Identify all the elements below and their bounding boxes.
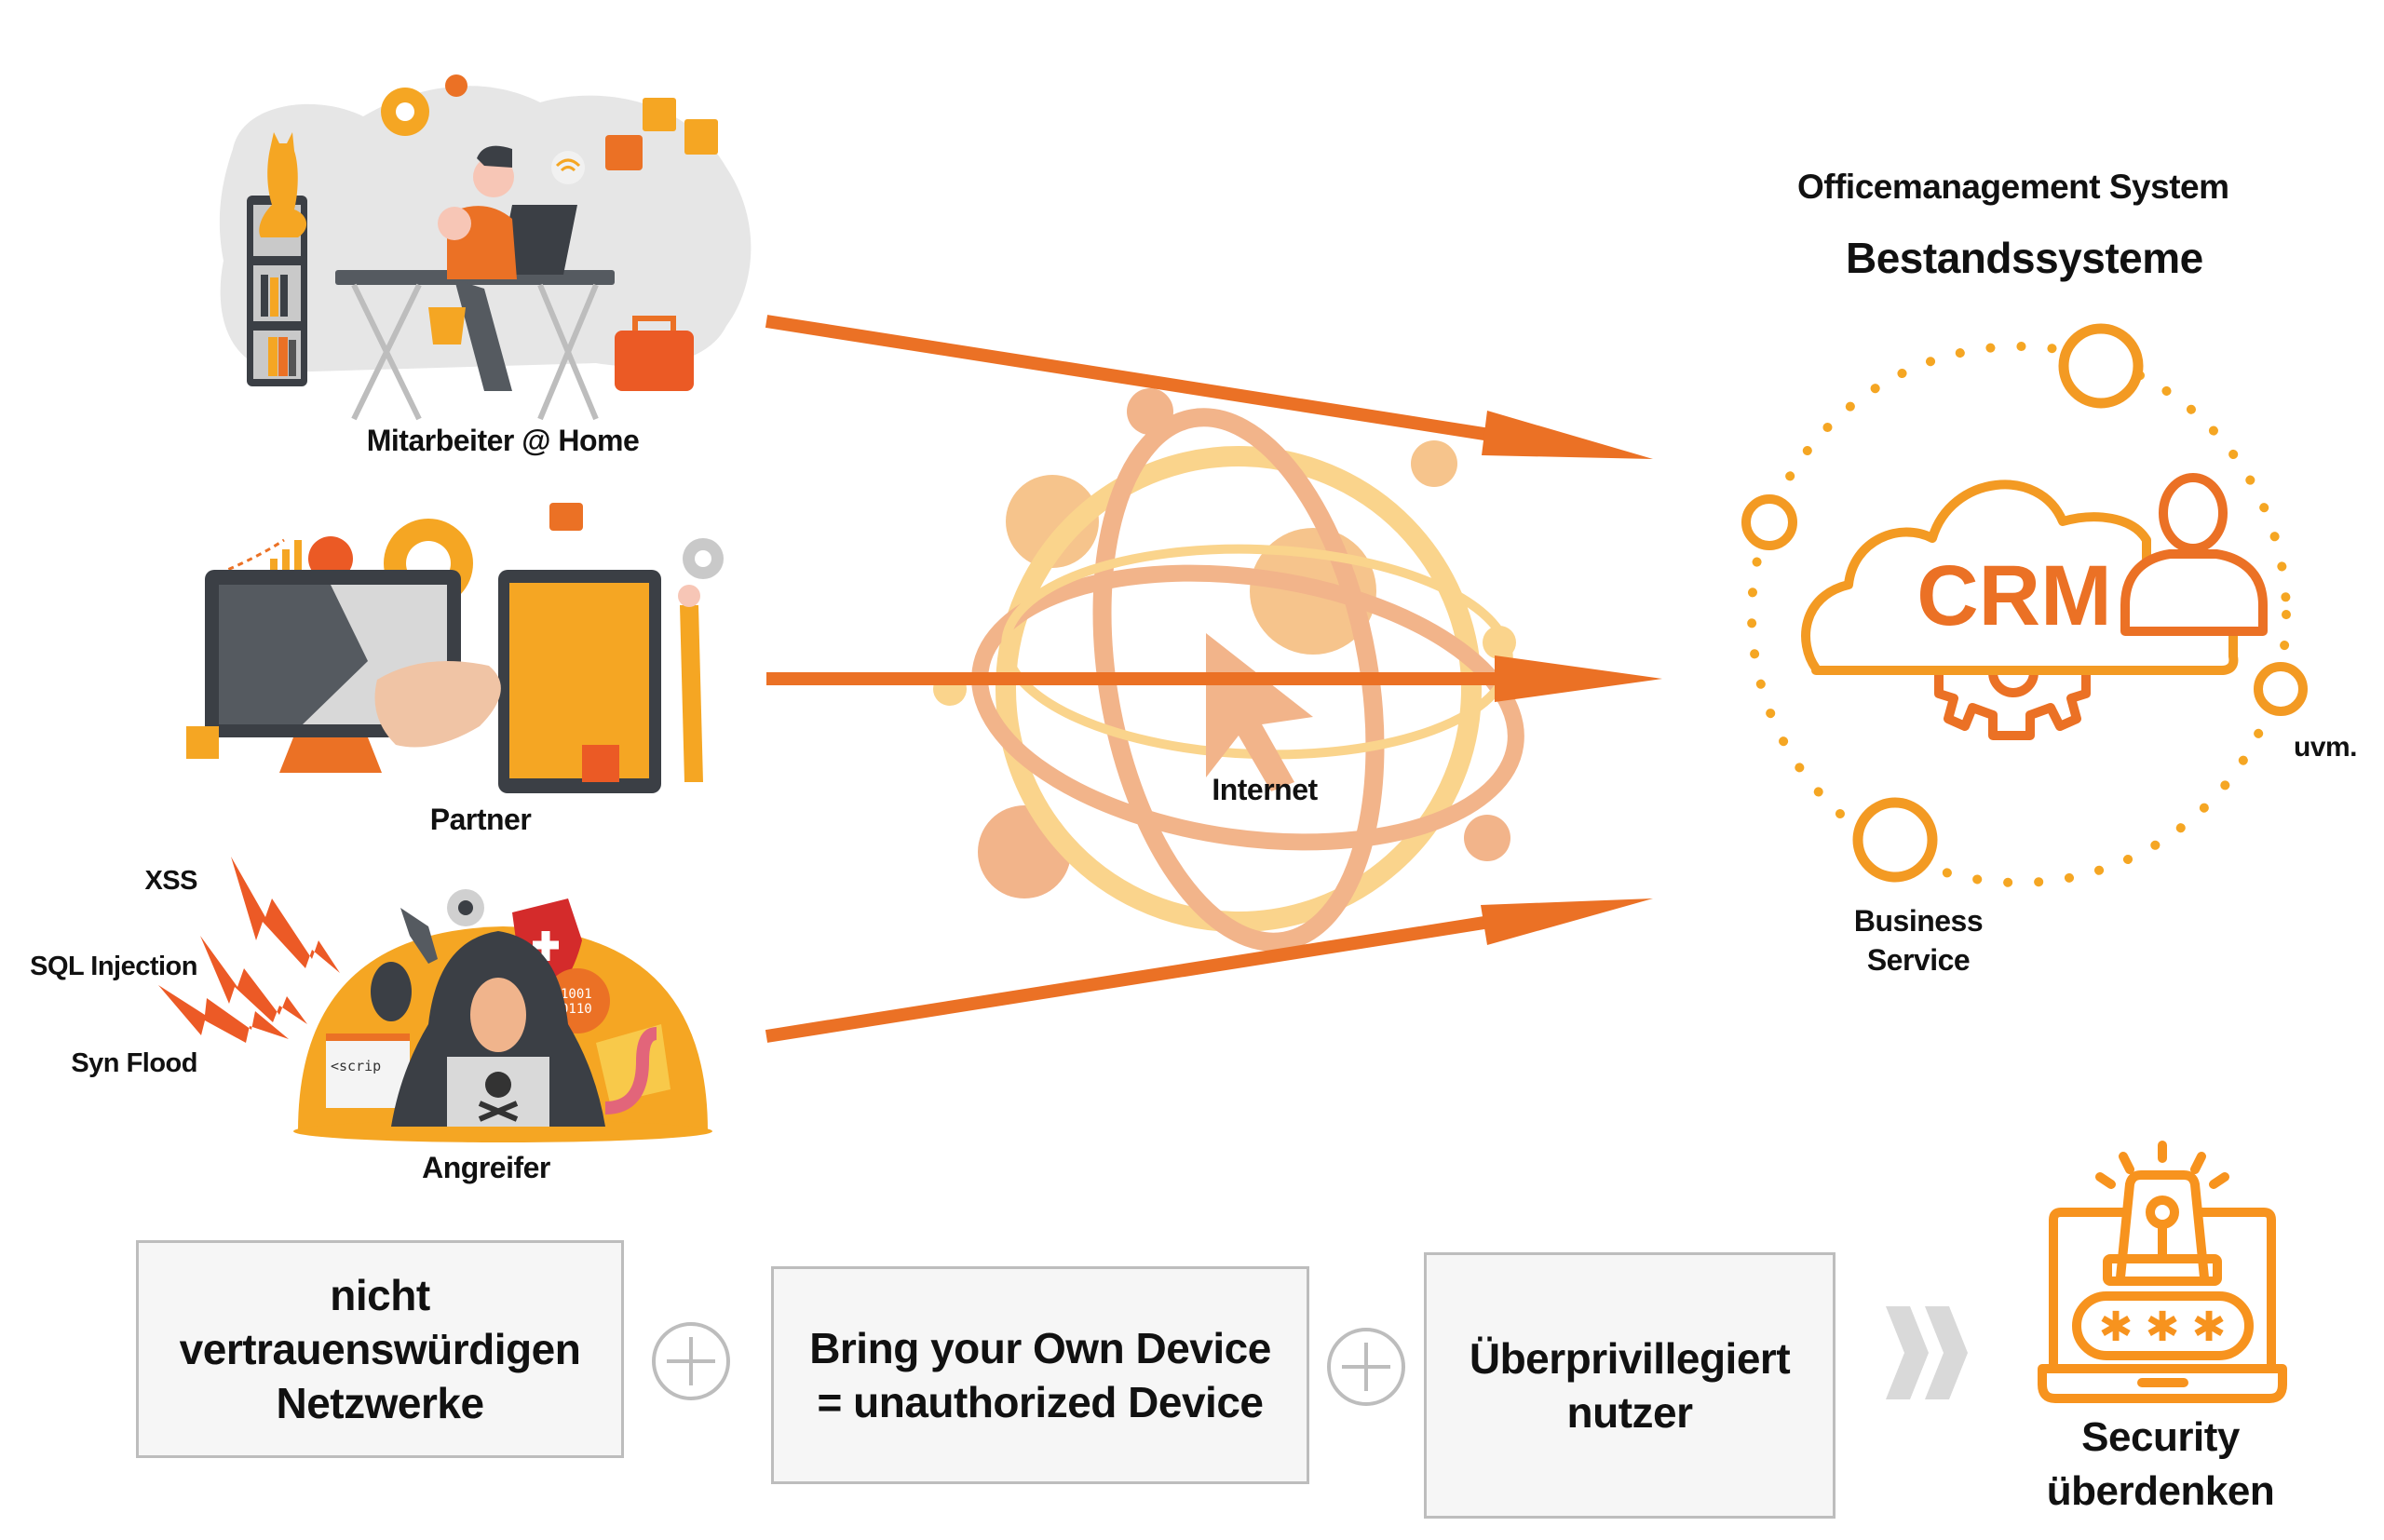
home-office-illustration (219, 74, 752, 421)
svg-text:✱: ✱ (2192, 1304, 2227, 1351)
source-label-home: Mitarbeiter @ Home (366, 424, 640, 457)
orbit-ring-3 (971, 564, 1524, 851)
plus-icon (652, 1322, 730, 1400)
alarm-rays (2095, 1141, 2229, 1189)
business-line-2: Service (1866, 943, 1971, 977)
factor-1-line-1: nicht (330, 1271, 430, 1319)
user-icon-body (2120, 549, 2268, 636)
laptop-icon (498, 205, 577, 275)
laptop-base (2038, 1364, 2287, 1403)
chat-icon (605, 135, 643, 170)
satellite-label-uvm: uvm. (2294, 732, 2358, 763)
chair (428, 307, 466, 344)
conclusion-line-2: überdenken (2046, 1468, 2275, 1514)
conclusion-line-1: Security (2081, 1414, 2240, 1460)
envelope-icon (596, 1024, 670, 1103)
satellite-circle-left (1741, 494, 1797, 550)
arrow-attacker-to-systems (765, 898, 1653, 1043)
factor-box-byod: Bring your Own Device = unauthorized Dev… (771, 1266, 1309, 1484)
factor-1-line-2: vertrauenswürdigen (179, 1325, 581, 1373)
source-label-attacker: Angreifer (422, 1151, 550, 1184)
cat-icon (259, 132, 307, 237)
gear-icon (1934, 670, 2091, 740)
factor-box-overprivileged-users: Überprivillegiert nutzer (1424, 1252, 1835, 1519)
svg-text:0110: 0110 (561, 1002, 592, 1017)
arrow-partner-to-systems (766, 655, 1662, 702)
attack-label-sql-injection: SQL Injection (30, 952, 197, 981)
factor-3-line-2: nutzer (1566, 1388, 1694, 1437)
factor-2-line-2: = unauthorized Device (817, 1378, 1264, 1426)
person-standing (680, 605, 703, 782)
alarm-laptop-password-icon: ✱ ✱ ✱ (2038, 1141, 2287, 1403)
lightning-bolts (158, 857, 340, 1043)
factor-1-line-3: Netzwerke (276, 1379, 484, 1427)
hacker-illustration: 1001 0110 <scrip (293, 889, 712, 1142)
siren-base (2103, 1254, 2222, 1286)
conclusion-label: Security überdenken (2046, 1411, 2275, 1519)
satellite-label-business-service: Business Service (1853, 901, 1984, 979)
worm-icon (604, 1027, 657, 1114)
crm-label: CRM (1917, 548, 2112, 643)
source-label-partner: Partner (429, 803, 532, 836)
laptop-screen (2049, 1208, 2276, 1371)
lightning-icon-xss (231, 857, 340, 973)
lightning-icon-syn (158, 985, 289, 1043)
business-line-1: Business (1853, 904, 1984, 938)
attack-label-syn-flood: Syn Flood (71, 1048, 197, 1078)
puzzle-icon (186, 726, 219, 759)
mail-icon (643, 98, 676, 131)
attack-label-xss: XSS (144, 866, 197, 896)
partner-handshake-illustration (186, 503, 724, 793)
globe-app-icon (684, 119, 718, 155)
siren-dome (2116, 1170, 2209, 1282)
orbit-ring-1 (996, 446, 1482, 932)
dotted-orbit (1747, 342, 2291, 887)
briefcase-icon (615, 331, 694, 391)
lightning-icon-sql (200, 936, 307, 1024)
script-window (326, 1033, 410, 1108)
factor-2-line-1: Bring your Own Device (809, 1324, 1271, 1372)
orbit-ring-2 (1092, 408, 1385, 952)
satellite-circle-business (1852, 797, 1938, 883)
cloud-icon (1801, 480, 2239, 675)
target-title: Bestandssysteme (1846, 234, 2203, 282)
plus-icon (1327, 1328, 1405, 1406)
child-head (438, 207, 471, 240)
password-asterisks: ✱ ✱ ✱ (2099, 1304, 2227, 1351)
svg-text:<scrip: <scrip (331, 1058, 381, 1074)
handshake-icon (374, 661, 501, 748)
user-icon-head (2159, 473, 2228, 553)
target-subtitle: Officemanagement System (1797, 168, 2229, 206)
password-field (2072, 1291, 2254, 1360)
usb-icon (400, 908, 438, 964)
chat-bubble-icon (549, 503, 583, 531)
bug-icon (371, 962, 412, 1021)
double-chevron-right-icon (1886, 1306, 1968, 1399)
satellite-circle-uvm (2254, 662, 2308, 716)
internet-label: Internet (1212, 773, 1318, 806)
arrow-home-to-systems (765, 315, 1653, 459)
svg-text:✱: ✱ (2146, 1304, 2180, 1351)
svg-text:1001: 1001 (561, 987, 592, 1002)
factor-box-untrusted-networks: nicht vertrauenswürdigen Netzwerke (136, 1240, 624, 1458)
satellite-circle-top (2058, 323, 2144, 409)
svg-text:✱: ✱ (2099, 1304, 2133, 1351)
factor-3-line-1: Überprivillegiert (1469, 1334, 1791, 1383)
chart-icon (209, 538, 285, 579)
